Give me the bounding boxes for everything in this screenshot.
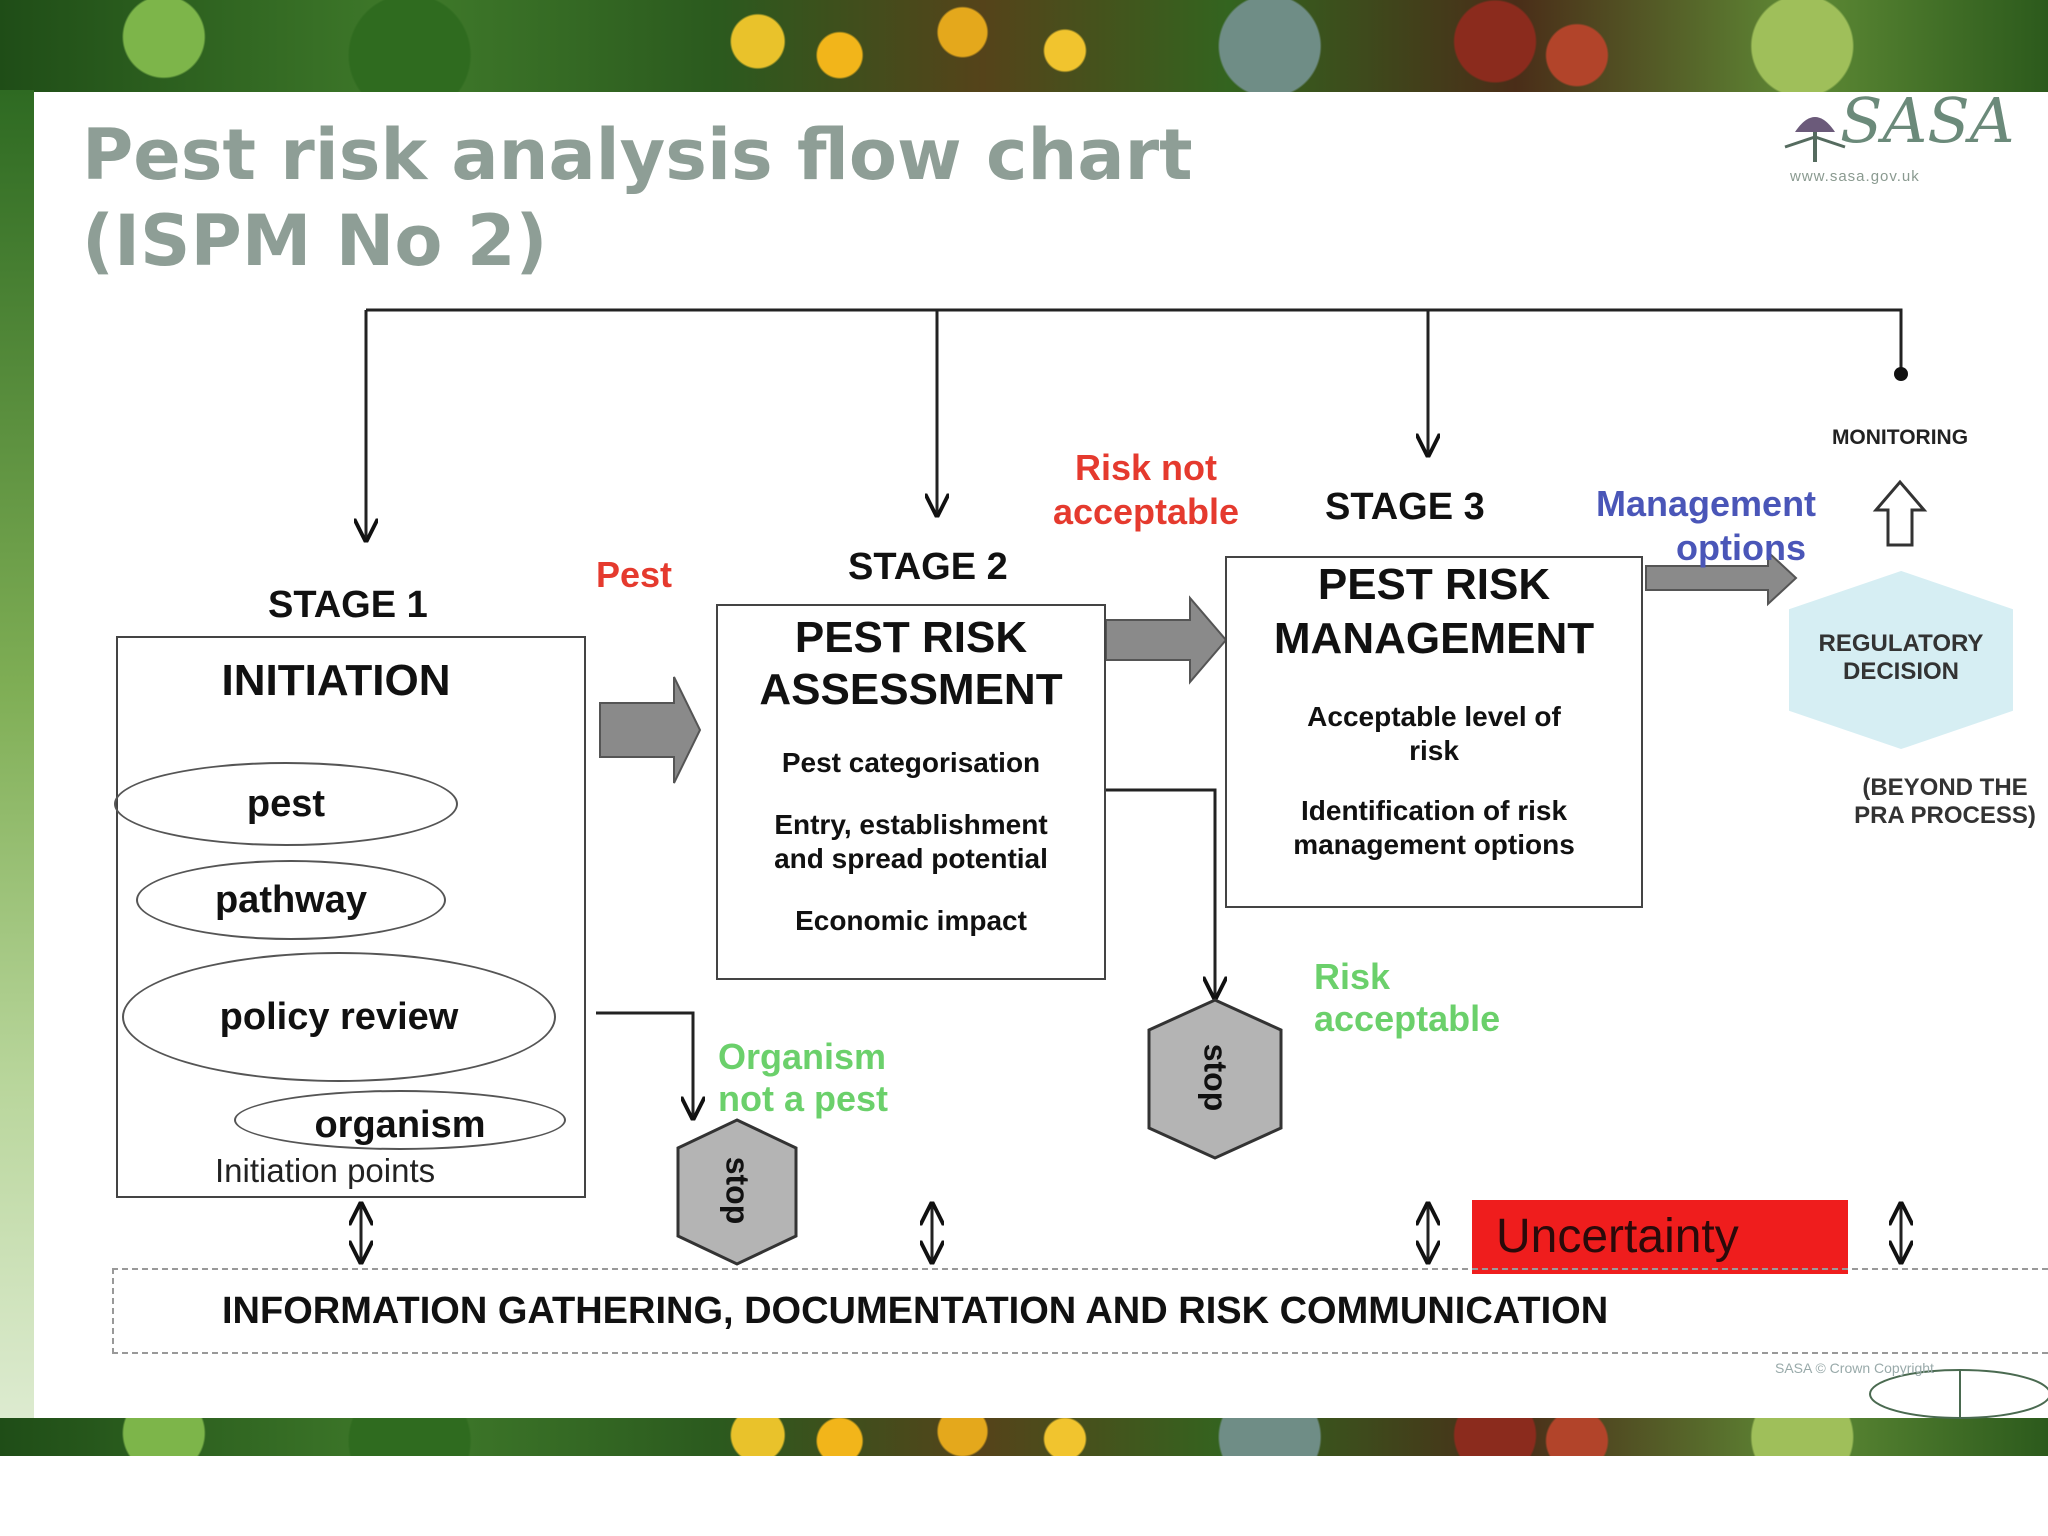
initiation-to-stop-line — [596, 1013, 693, 1118]
footer-credit: SASA © Crown Copyright — [1775, 1360, 1934, 1376]
stage3-title: PEST RISK MANAGEMENT — [1227, 558, 1641, 666]
arrow-stage1-to-stage2 — [600, 677, 700, 783]
label-organism-not-a-pest: Organism not a pest — [718, 1036, 938, 1120]
feedback-line — [366, 310, 1901, 372]
stage1-title: INITIATION — [118, 656, 554, 706]
label-risk-acceptable: Risk acceptable — [1314, 956, 1534, 1040]
uncertainty-box: Uncertainty — [1472, 1200, 1848, 1274]
monitoring-up-arrow-icon — [1876, 482, 1924, 545]
stage2-item-economic-impact: Economic impact — [718, 904, 1104, 938]
stage2-title: PEST RISK ASSESSMENT — [718, 612, 1104, 716]
label-risk-not-acceptable: Risk not acceptable — [1036, 446, 1256, 534]
information-gathering-bar: INFORMATION GATHERING, DOCUMENTATION AND… — [112, 1268, 2048, 1354]
label-management-options: Management options — [1596, 482, 1846, 570]
initiation-points-caption: Initiation points — [215, 1152, 435, 1190]
stage2-item-pest-categorisation: Pest categorisation — [718, 746, 1104, 780]
label-pest: Pest — [596, 554, 672, 596]
monitoring-dot — [1894, 367, 1908, 381]
stage2-label: STAGE 2 — [848, 546, 1008, 589]
assessment-to-stop-line — [1103, 790, 1215, 998]
initiation-point-pathway: pathway — [136, 860, 446, 940]
arrow-stage2-to-stage3 — [1106, 598, 1226, 682]
stage3-label: STAGE 3 — [1325, 486, 1485, 529]
initiation-point-policy-review: policy review — [122, 952, 556, 1082]
beyond-pra-label: (BEYOND THE PRA PROCESS) — [1850, 774, 2040, 830]
initiation-point-pest: pest — [114, 762, 458, 846]
regulatory-decision-label: REGULATORY DECISION — [1800, 630, 2002, 686]
stage2-box: PEST RISK ASSESSMENT Pest categorisation… — [716, 604, 1106, 980]
stage3-item-acceptable-level: Acceptable level of risk — [1227, 700, 1641, 768]
stop-label-2: stop — [1197, 1038, 1234, 1118]
initiation-point-organism: organism — [234, 1090, 566, 1150]
monitoring-label: MONITORING — [1810, 426, 1990, 450]
stage3-item-identification: Identification of risk management option… — [1227, 794, 1641, 862]
stop-label-1: stop — [719, 1151, 756, 1231]
stage2-item-entry-establishment: Entry, establishment and spread potentia… — [718, 808, 1104, 876]
stage3-box: PEST RISK MANAGEMENT Acceptable level of… — [1225, 556, 1643, 908]
stage1-label: STAGE 1 — [268, 584, 428, 627]
